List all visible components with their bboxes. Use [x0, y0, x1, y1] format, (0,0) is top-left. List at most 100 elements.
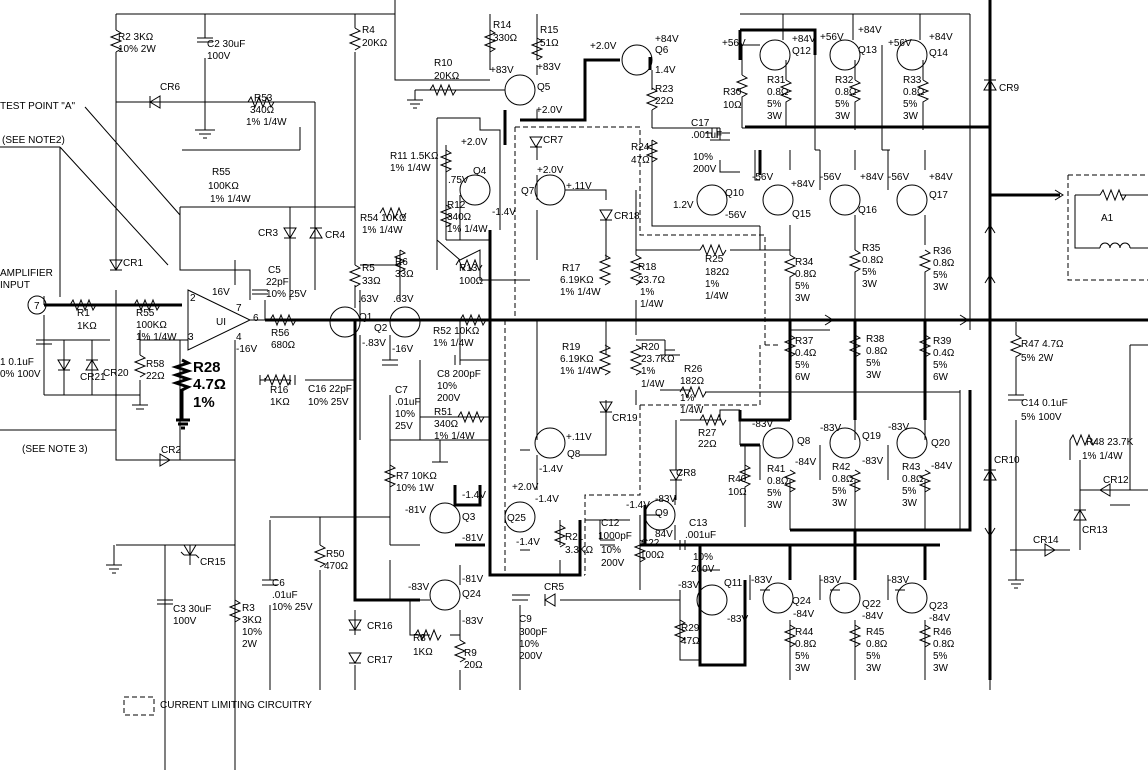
component-label: R32 [835, 75, 854, 86]
input-terminal-number: 7 [34, 301, 40, 312]
component-label: 3W [902, 498, 918, 509]
component-label: 340Ω [434, 419, 459, 430]
component-label: Q8 [567, 449, 581, 460]
component-label: 5% [902, 486, 917, 497]
component-label: -56V [725, 210, 746, 221]
component-label: 100V [173, 616, 197, 627]
component-label: CR14 [1033, 535, 1059, 546]
component-label: R34 [795, 257, 814, 268]
component-label: 1% 1/4W [210, 194, 251, 205]
component-label: 0.8Ω [795, 639, 817, 650]
component-label: 100Ω [640, 550, 665, 561]
component-label: R48 23.7K [1086, 437, 1134, 448]
component-label: R18 [638, 262, 657, 273]
component-label: 1KΩ [413, 647, 433, 658]
r28-value: 4.7Ω [193, 376, 226, 393]
signal-arrows [824, 189, 1064, 326]
component-label: 22Ω [698, 439, 717, 450]
component-label: 5% [832, 486, 847, 497]
component-label: -84V [793, 609, 814, 620]
component-label: A1 [1101, 213, 1114, 224]
component-label: 16V [212, 287, 230, 298]
component-label: CR18 [614, 211, 640, 222]
component-label: 6.19KΩ [560, 275, 594, 286]
component-label: CR17 [367, 655, 393, 666]
component-label: -84V [862, 611, 883, 622]
component-label: -.83V [362, 338, 386, 349]
component-label: 1% 1/4W [560, 366, 601, 377]
component-label: -83V [462, 616, 483, 627]
component-label: +84V [858, 25, 882, 36]
component-label: Q13 [858, 45, 877, 56]
component-label: 6W [795, 372, 811, 383]
component-label: Q20 [931, 438, 950, 449]
component-label: R9 [464, 648, 477, 659]
component-label: 47Ω [631, 155, 650, 166]
component-label: 5% [933, 651, 948, 662]
component-label: R6 [395, 257, 408, 268]
component-label: R54 10KΩ [360, 213, 407, 224]
rail-arrows [984, 224, 996, 537]
component-label: -83V [655, 494, 676, 505]
component-label: +83V [490, 65, 514, 76]
component-label: 10% [601, 545, 621, 556]
component-label: R58 [146, 359, 165, 370]
component-label: 20KΩ [362, 38, 388, 49]
component-label: R1 [77, 308, 90, 319]
component-label: .63V [393, 294, 414, 305]
component-label: +56V [888, 38, 912, 49]
component-label: R52 10KΩ [433, 326, 480, 337]
component-label: -56V [820, 172, 841, 183]
component-label: -83V [888, 575, 909, 586]
component-label: 47Ω [681, 636, 700, 647]
component-label: 182Ω [680, 376, 705, 387]
component-label: Q6 [655, 45, 669, 56]
component-label: R21 [565, 532, 584, 543]
component-label: 330Ω [493, 33, 518, 44]
component-label: .75V [448, 175, 469, 186]
component-label: CR19 [612, 413, 638, 424]
component-label: R12 [447, 200, 466, 211]
component-label: R31 [767, 75, 786, 86]
component-label: 5% [795, 651, 810, 662]
component-label: R40 [728, 474, 747, 485]
component-label: R53 [254, 93, 273, 104]
component-label: 3W [933, 282, 949, 293]
component-label: 182Ω [705, 267, 730, 278]
component-label: C16 22pF [308, 384, 352, 395]
component-label: C13 [689, 518, 708, 529]
component-label: 2 [190, 293, 196, 304]
component-label: +84V [655, 34, 679, 45]
component-label: R39 [933, 336, 952, 347]
component-label: R16 [270, 385, 289, 396]
component-label: 0.8Ω [866, 639, 888, 650]
component-label: 5% [767, 99, 782, 110]
component-label: C5 [268, 265, 281, 276]
component-label: R55 [212, 167, 231, 178]
component-label: 1% 1/4W [433, 338, 474, 349]
component-label: 1.2V [673, 200, 694, 211]
component-label: CR20 [103, 368, 129, 379]
component-label: 0.8Ω [866, 346, 888, 357]
component-label: 5% [862, 267, 877, 278]
component-label: 1% 1/4W [246, 117, 287, 128]
component-label: R23 [655, 84, 674, 95]
component-label: R45 [866, 627, 885, 638]
component-label: R2 3KΩ [118, 32, 154, 43]
component-label: 5% [866, 651, 881, 662]
transistors [329, 39, 928, 616]
component-label: -81V [462, 533, 483, 544]
component-label: 22Ω [655, 96, 674, 107]
see-note-2-label: (SEE NOTE2) [2, 135, 65, 146]
component-label: -81V [462, 574, 483, 585]
component-label: 300pF [519, 627, 547, 638]
component-label: 20KΩ [434, 71, 460, 82]
component-label: 3W [795, 663, 811, 674]
component-label: 3W [862, 279, 878, 290]
component-label: R55 [136, 308, 155, 319]
component-label: 1% 1/4W [447, 224, 488, 235]
component-label: 5% [795, 360, 810, 371]
component-label: 3 [188, 332, 194, 343]
component-label: 10% [242, 627, 262, 638]
component-label: 0% 100V [0, 369, 41, 380]
